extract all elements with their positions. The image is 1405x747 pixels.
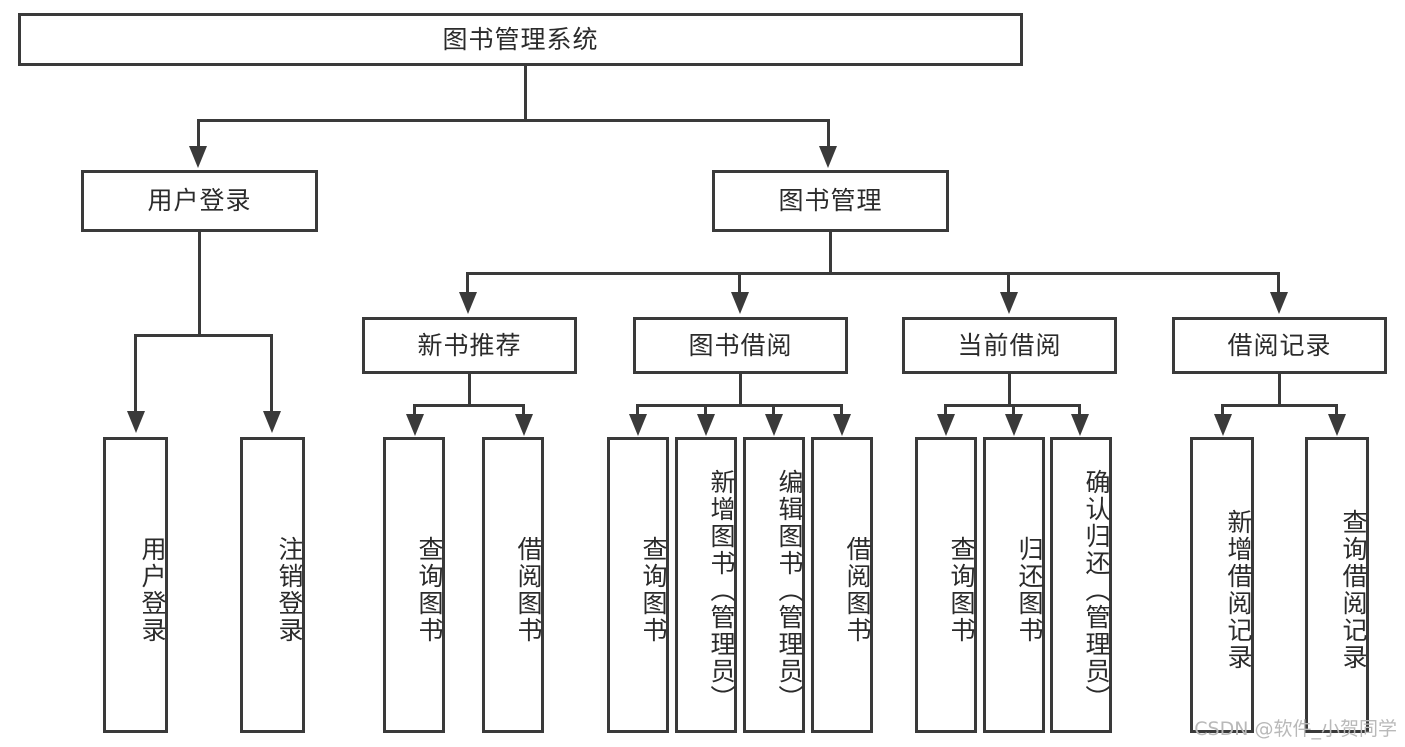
edge-bm-drop-3 [1007, 272, 1010, 294]
leaf-query-record[interactable]: 查询借阅记录 [1305, 437, 1369, 733]
edge-bb-bus [636, 404, 843, 407]
edge-br-stem [1278, 374, 1281, 406]
leaf-borrow-book-2-label: 借阅图书 [843, 536, 872, 644]
leaf-add-book-label: 新增图书（管理员） [707, 468, 736, 712]
leaf-user-login-label: 用户登录 [138, 536, 167, 644]
leaf-return-book-label: 归还图书 [1015, 536, 1044, 644]
node-user-login[interactable]: 用户登录 [81, 170, 318, 232]
leaf-add-book[interactable]: 新增图书（管理员） [675, 437, 737, 733]
leaf-query-book-2[interactable]: 查询图书 [607, 437, 669, 733]
edge-nbr-stem [468, 374, 471, 406]
leaf-edit-book-label: 编辑图书（管理员） [775, 468, 804, 712]
arrowhead-user-login [189, 146, 207, 168]
arrowhead-book-manage [819, 146, 837, 168]
leaf-logout-login-label: 注销登录 [275, 536, 304, 644]
arrowhead-leaf-query-book-1 [406, 414, 424, 436]
edge-br-drop-2 [1335, 404, 1338, 416]
leaf-query-book-1-label: 查询图书 [415, 536, 444, 644]
edge-book-manage-stem [829, 232, 832, 274]
arrowhead-leaf-logout-login [263, 411, 281, 433]
arrowhead-leaf-user-login [127, 411, 145, 433]
leaf-add-record-label: 新增借阅记录 [1224, 509, 1253, 671]
edge-user-login-drop-2 [270, 334, 273, 413]
edge-root-to-book-manage [827, 119, 830, 148]
edge-user-login-stem [198, 232, 201, 336]
edge-cb-stem [1008, 374, 1011, 406]
node-book-borrow-label: 图书借阅 [688, 330, 793, 360]
leaf-borrow-book-1-label: 借阅图书 [514, 536, 543, 644]
edge-user-login-bus [134, 334, 273, 337]
node-book-manage-label: 图书管理 [778, 186, 883, 215]
edge-bb-drop-2 [704, 404, 707, 416]
node-current-borrow[interactable]: 当前借阅 [902, 317, 1117, 374]
edge-cb-drop-2 [1012, 404, 1015, 416]
edge-bb-drop-1 [636, 404, 639, 416]
csdn-watermark: CSDN @软件_小贺同学 [1194, 718, 1397, 740]
node-new-book-rec[interactable]: 新书推荐 [362, 317, 577, 374]
node-borrow-record-label: 借阅记录 [1227, 330, 1332, 360]
leaf-query-book-1[interactable]: 查询图书 [383, 437, 445, 733]
node-borrow-record[interactable]: 借阅记录 [1172, 317, 1387, 374]
leaf-borrow-book-2[interactable]: 借阅图书 [811, 437, 873, 733]
leaf-borrow-book-1[interactable]: 借阅图书 [482, 437, 544, 733]
edge-cb-drop-1 [944, 404, 947, 416]
edge-nbr-bus [413, 404, 525, 407]
leaf-query-book-2-label: 查询图书 [639, 536, 668, 644]
node-book-manage[interactable]: 图书管理 [712, 170, 949, 232]
edge-bb-stem [739, 374, 742, 406]
leaf-confirm-return-label: 确认归还（管理员） [1082, 468, 1111, 712]
leaf-logout-login[interactable]: 注销登录 [240, 437, 305, 733]
node-user-login-label: 用户登录 [147, 186, 252, 215]
leaf-return-book[interactable]: 归还图书 [983, 437, 1045, 733]
arrowhead-new-book-rec [459, 292, 477, 314]
leaf-add-record[interactable]: 新增借阅记录 [1190, 437, 1254, 733]
leaf-edit-book[interactable]: 编辑图书（管理员） [743, 437, 805, 733]
edge-bb-drop-4 [840, 404, 843, 416]
arrowhead-borrow-record [1270, 292, 1288, 314]
arrowhead-leaf-query-book-2 [629, 414, 647, 436]
leaf-confirm-return[interactable]: 确认归还（管理员） [1050, 437, 1112, 733]
leaf-user-login[interactable]: 用户登录 [103, 437, 168, 733]
arrowhead-leaf-query-record [1328, 414, 1346, 436]
leaf-query-record-label: 查询借阅记录 [1339, 509, 1368, 671]
arrowhead-leaf-add-book [697, 414, 715, 436]
node-current-borrow-label: 当前借阅 [957, 330, 1062, 360]
edge-root-bus [197, 119, 830, 122]
node-root-label: 图书管理系统 [442, 24, 599, 54]
arrowhead-leaf-confirm-return [1071, 414, 1089, 436]
arrowhead-current-borrow [1000, 292, 1018, 314]
arrowhead-leaf-edit-book [765, 414, 783, 436]
node-new-book-rec-label: 新书推荐 [417, 330, 522, 360]
arrowhead-leaf-borrow-book-2 [833, 414, 851, 436]
edge-bm-drop-1 [466, 272, 469, 294]
edge-cb-drop-3 [1078, 404, 1081, 416]
arrowhead-leaf-query-book-3 [937, 414, 955, 436]
arrowhead-leaf-borrow-book-1 [515, 414, 533, 436]
arrowhead-leaf-return-book [1005, 414, 1023, 436]
node-book-borrow[interactable]: 图书借阅 [633, 317, 848, 374]
leaf-query-book-3-label: 查询图书 [947, 536, 976, 644]
edge-bb-drop-3 [772, 404, 775, 416]
edge-bm-drop-4 [1277, 272, 1280, 294]
arrowhead-book-borrow [731, 292, 749, 314]
arrowhead-leaf-add-record [1214, 414, 1232, 436]
node-root[interactable]: 图书管理系统 [18, 13, 1023, 66]
leaf-query-book-3[interactable]: 查询图书 [915, 437, 977, 733]
edge-nbr-drop-1 [413, 404, 416, 416]
edge-br-drop-1 [1221, 404, 1224, 416]
edge-root-to-user-login [197, 119, 200, 148]
edge-book-manage-bus [466, 272, 1280, 275]
edge-root-stem [524, 66, 527, 121]
edge-br-bus [1221, 404, 1338, 407]
edge-bm-drop-2 [738, 272, 741, 294]
edge-user-login-drop-1 [134, 334, 137, 413]
edge-nbr-drop-2 [522, 404, 525, 416]
